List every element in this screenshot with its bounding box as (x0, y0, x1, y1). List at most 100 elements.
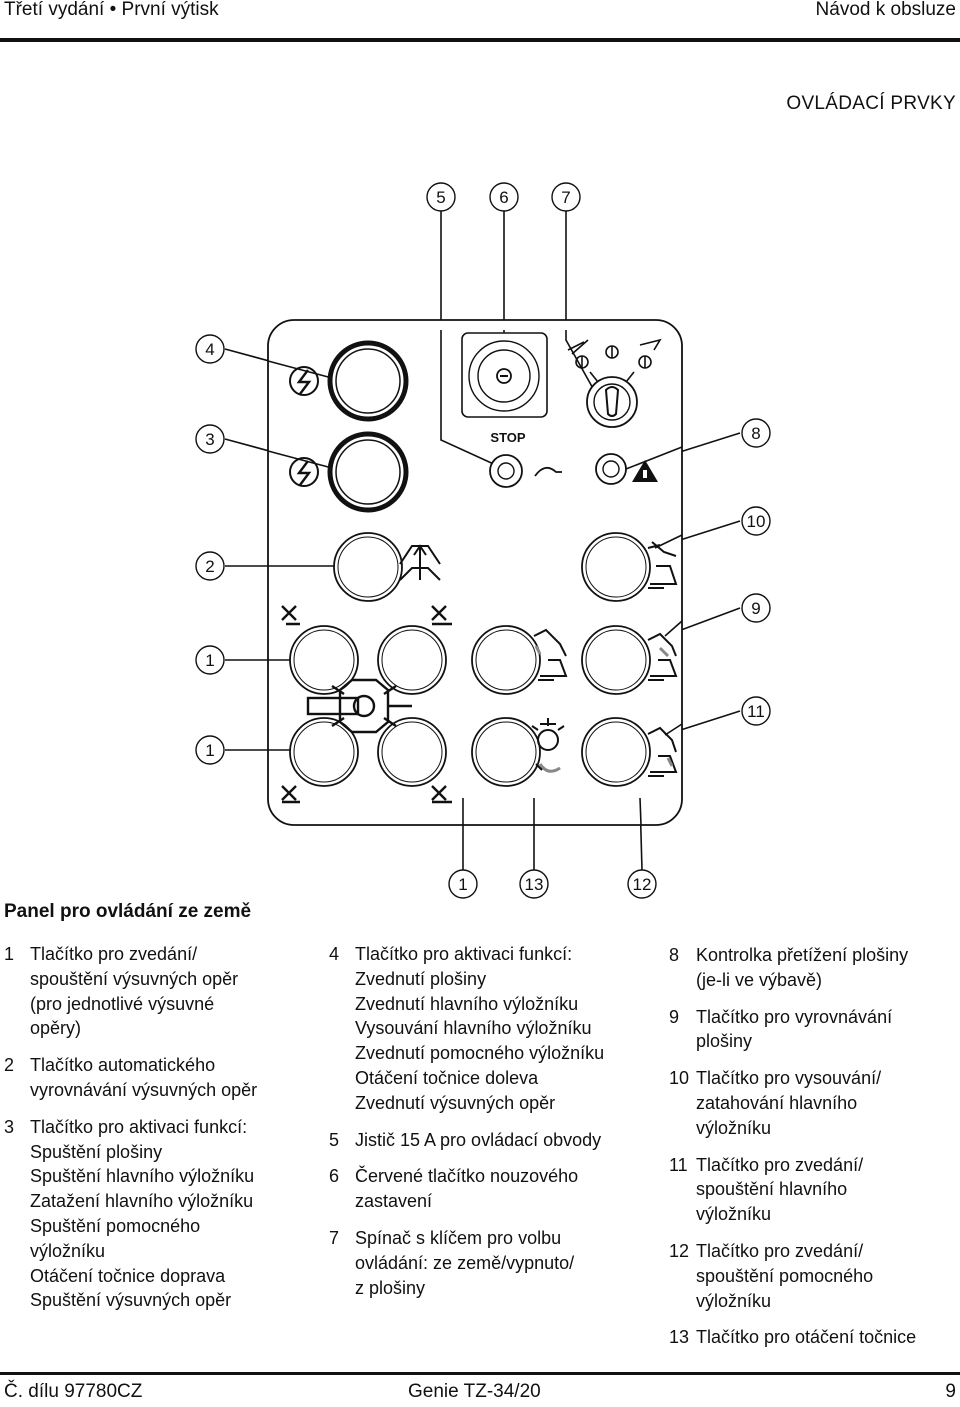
legend-number: 8 (669, 945, 680, 965)
callout-5: 5 (426, 182, 456, 212)
outrigger-button-rear-right[interactable] (377, 717, 447, 787)
page-footer: Č. dílu 97780CZ Genie TZ-34/20 9 (0, 1372, 960, 1406)
legend-line: Otáčení točnice doprava (30, 1265, 226, 1286)
svg-text:3: 3 (205, 430, 214, 449)
legend-line: Červené tlačítko nouzového (355, 1166, 579, 1187)
function-enable-button-down[interactable] (327, 431, 409, 513)
legend-item: 5 Jistič 15 A pro ovládací obvody (329, 1128, 649, 1153)
legend-line: Zvednutí plošiny (355, 968, 487, 989)
legend-item: 12 Tlačítko pro zvedání/ spouštění pomoc… (669, 1239, 957, 1313)
legend-number: 6 (329, 1166, 340, 1187)
legend-line: Vysouvání hlavního výložníku (355, 1018, 592, 1039)
legend-line: ovládání: ze země/vypnuto/ (355, 1252, 575, 1273)
callout-1-lower: 1 (195, 735, 225, 765)
callout-2: 2 (195, 551, 225, 581)
outrigger-button-front-left[interactable] (289, 625, 359, 695)
legend-number: 7 (329, 1227, 340, 1248)
platform-level-icon (647, 541, 678, 589)
turntable-rotate-button[interactable] (471, 717, 541, 787)
legend-line: Tlačítko pro otáčení točnice (696, 1327, 917, 1348)
outrigger-icon (281, 605, 452, 804)
legend-line: výložníku (30, 1240, 106, 1261)
legend-column-1: 1 Tlačítko pro zvedání/ spouštění výsuvn… (4, 942, 304, 1325)
legend-line: Tlačítko pro aktivaci funkcí: (30, 1116, 248, 1137)
page-number: 9 (945, 1381, 956, 1402)
part-number: Č. dílu 97780CZ (4, 1381, 143, 1402)
boom-extend-button[interactable] (581, 625, 651, 695)
outrigger-button-rear-left[interactable] (289, 717, 359, 787)
turntable-rotate-icon (531, 718, 565, 773)
overload-warning-icon (632, 460, 658, 482)
legend-item: 2 Tlačítko automatického vyrovnávání výs… (4, 1053, 304, 1103)
legend-line: Tlačítko pro zvedání/ (30, 944, 198, 964)
legend-line: Tlačítko pro aktivaci funkcí: (355, 944, 573, 964)
panel-title: Panel pro ovládání ze země (4, 901, 252, 922)
legend-item: 11 Tlačítko pro zvedání/ spouštění hlavn… (669, 1153, 957, 1227)
circuit-breaker[interactable] (461, 332, 548, 418)
legend-line: Tlačítko pro vysouvání/ (696, 1068, 882, 1089)
auto-level-icon (399, 544, 441, 581)
boom-extend-icon (647, 632, 678, 681)
legend-line: výložníku (696, 1117, 772, 1138)
legend-line: spouštění výsuvných opěr (30, 968, 239, 989)
legend-number: 1 (4, 944, 15, 964)
callout-1-upper: 1 (195, 645, 225, 675)
legend-number: 13 (669, 1327, 690, 1348)
legend-line: (pro jednotlivé výsuvné (30, 993, 215, 1014)
legend-line: zatahování hlavního (696, 1092, 858, 1113)
callout-7: 7 (551, 182, 581, 212)
legend-line: Spuštění výsuvných opěr (30, 1290, 232, 1311)
e-stop-symbol-icon (534, 466, 562, 477)
svg-text:2: 2 (205, 557, 214, 576)
platform-level-button[interactable] (581, 532, 651, 602)
legend-item: 9 Tlačítko pro vyrovnávání plošiny (669, 1005, 957, 1055)
boom-lift-button[interactable] (581, 717, 651, 787)
legend-line: Otáčení točnice doleva (355, 1067, 539, 1088)
legend-line: opěry) (30, 1018, 82, 1039)
legend-number: 4 (329, 944, 340, 964)
boom-lift-icon (647, 726, 678, 777)
callout-9: 9 (741, 593, 771, 623)
legend-number: 11 (669, 1154, 688, 1175)
auto-level-outriggers-button[interactable] (333, 532, 403, 602)
svg-text:12: 12 (633, 875, 652, 894)
legend-line: výložníku (696, 1290, 772, 1311)
svg-text:11: 11 (747, 702, 765, 721)
legend-line: (je-li ve výbavě) (696, 969, 823, 990)
jib-icon (533, 628, 568, 681)
lightning-icon (289, 457, 319, 487)
callout-8: 8 (741, 418, 771, 448)
callout-1-bottom: 1 (448, 869, 478, 899)
function-enable-button-up[interactable] (327, 340, 409, 422)
section-title: OVLÁDACÍ PRVKY (786, 93, 956, 114)
legend-line: spouštění pomocného (696, 1265, 874, 1286)
legend-line: Jistič 15 A pro ovládací obvody (355, 1129, 602, 1150)
outrigger-button-front-right[interactable] (377, 625, 447, 695)
legend-item: 7 Spínač s klíčem pro volbu ovládání: ze… (329, 1226, 649, 1300)
legend-item: 4 Tlačítko pro aktivaci funkcí: Zvednutí… (329, 942, 649, 1116)
callout-11: 11 (741, 696, 771, 726)
legend-line: Tlačítko pro vyrovnávání (696, 1006, 893, 1027)
callout-12: 12 (627, 869, 657, 899)
callout-10: 10 (741, 506, 771, 536)
svg-text:8: 8 (751, 424, 760, 443)
legend-line: Zvednutí pomocného výložníku (355, 1043, 605, 1064)
footer-rule (0, 1372, 960, 1375)
legend-line: Zatažení hlavního výložníku (30, 1191, 254, 1212)
svg-text:4: 4 (205, 340, 214, 359)
key-switch[interactable] (567, 338, 662, 428)
legend-line: plošiny (696, 1031, 753, 1052)
machine-top-view-icon (306, 678, 412, 734)
callout-13: 13 (519, 869, 549, 899)
legend-line: Spuštění plošiny (30, 1141, 163, 1162)
legend-line: vyrovnávání výsuvných opěr (30, 1079, 258, 1100)
legend-line: Zvednutí výsuvných opěr (355, 1092, 556, 1113)
emergency-stop-button[interactable] (489, 454, 523, 488)
legend-number: 3 (4, 1116, 15, 1137)
svg-text:1: 1 (458, 875, 467, 894)
jib-button[interactable] (471, 625, 541, 695)
legend-item: 13 Tlačítko pro otáčení točnice (669, 1325, 957, 1350)
callout-3: 3 (195, 424, 225, 454)
legend-line: z plošiny (355, 1277, 426, 1298)
svg-text:1: 1 (205, 741, 214, 760)
